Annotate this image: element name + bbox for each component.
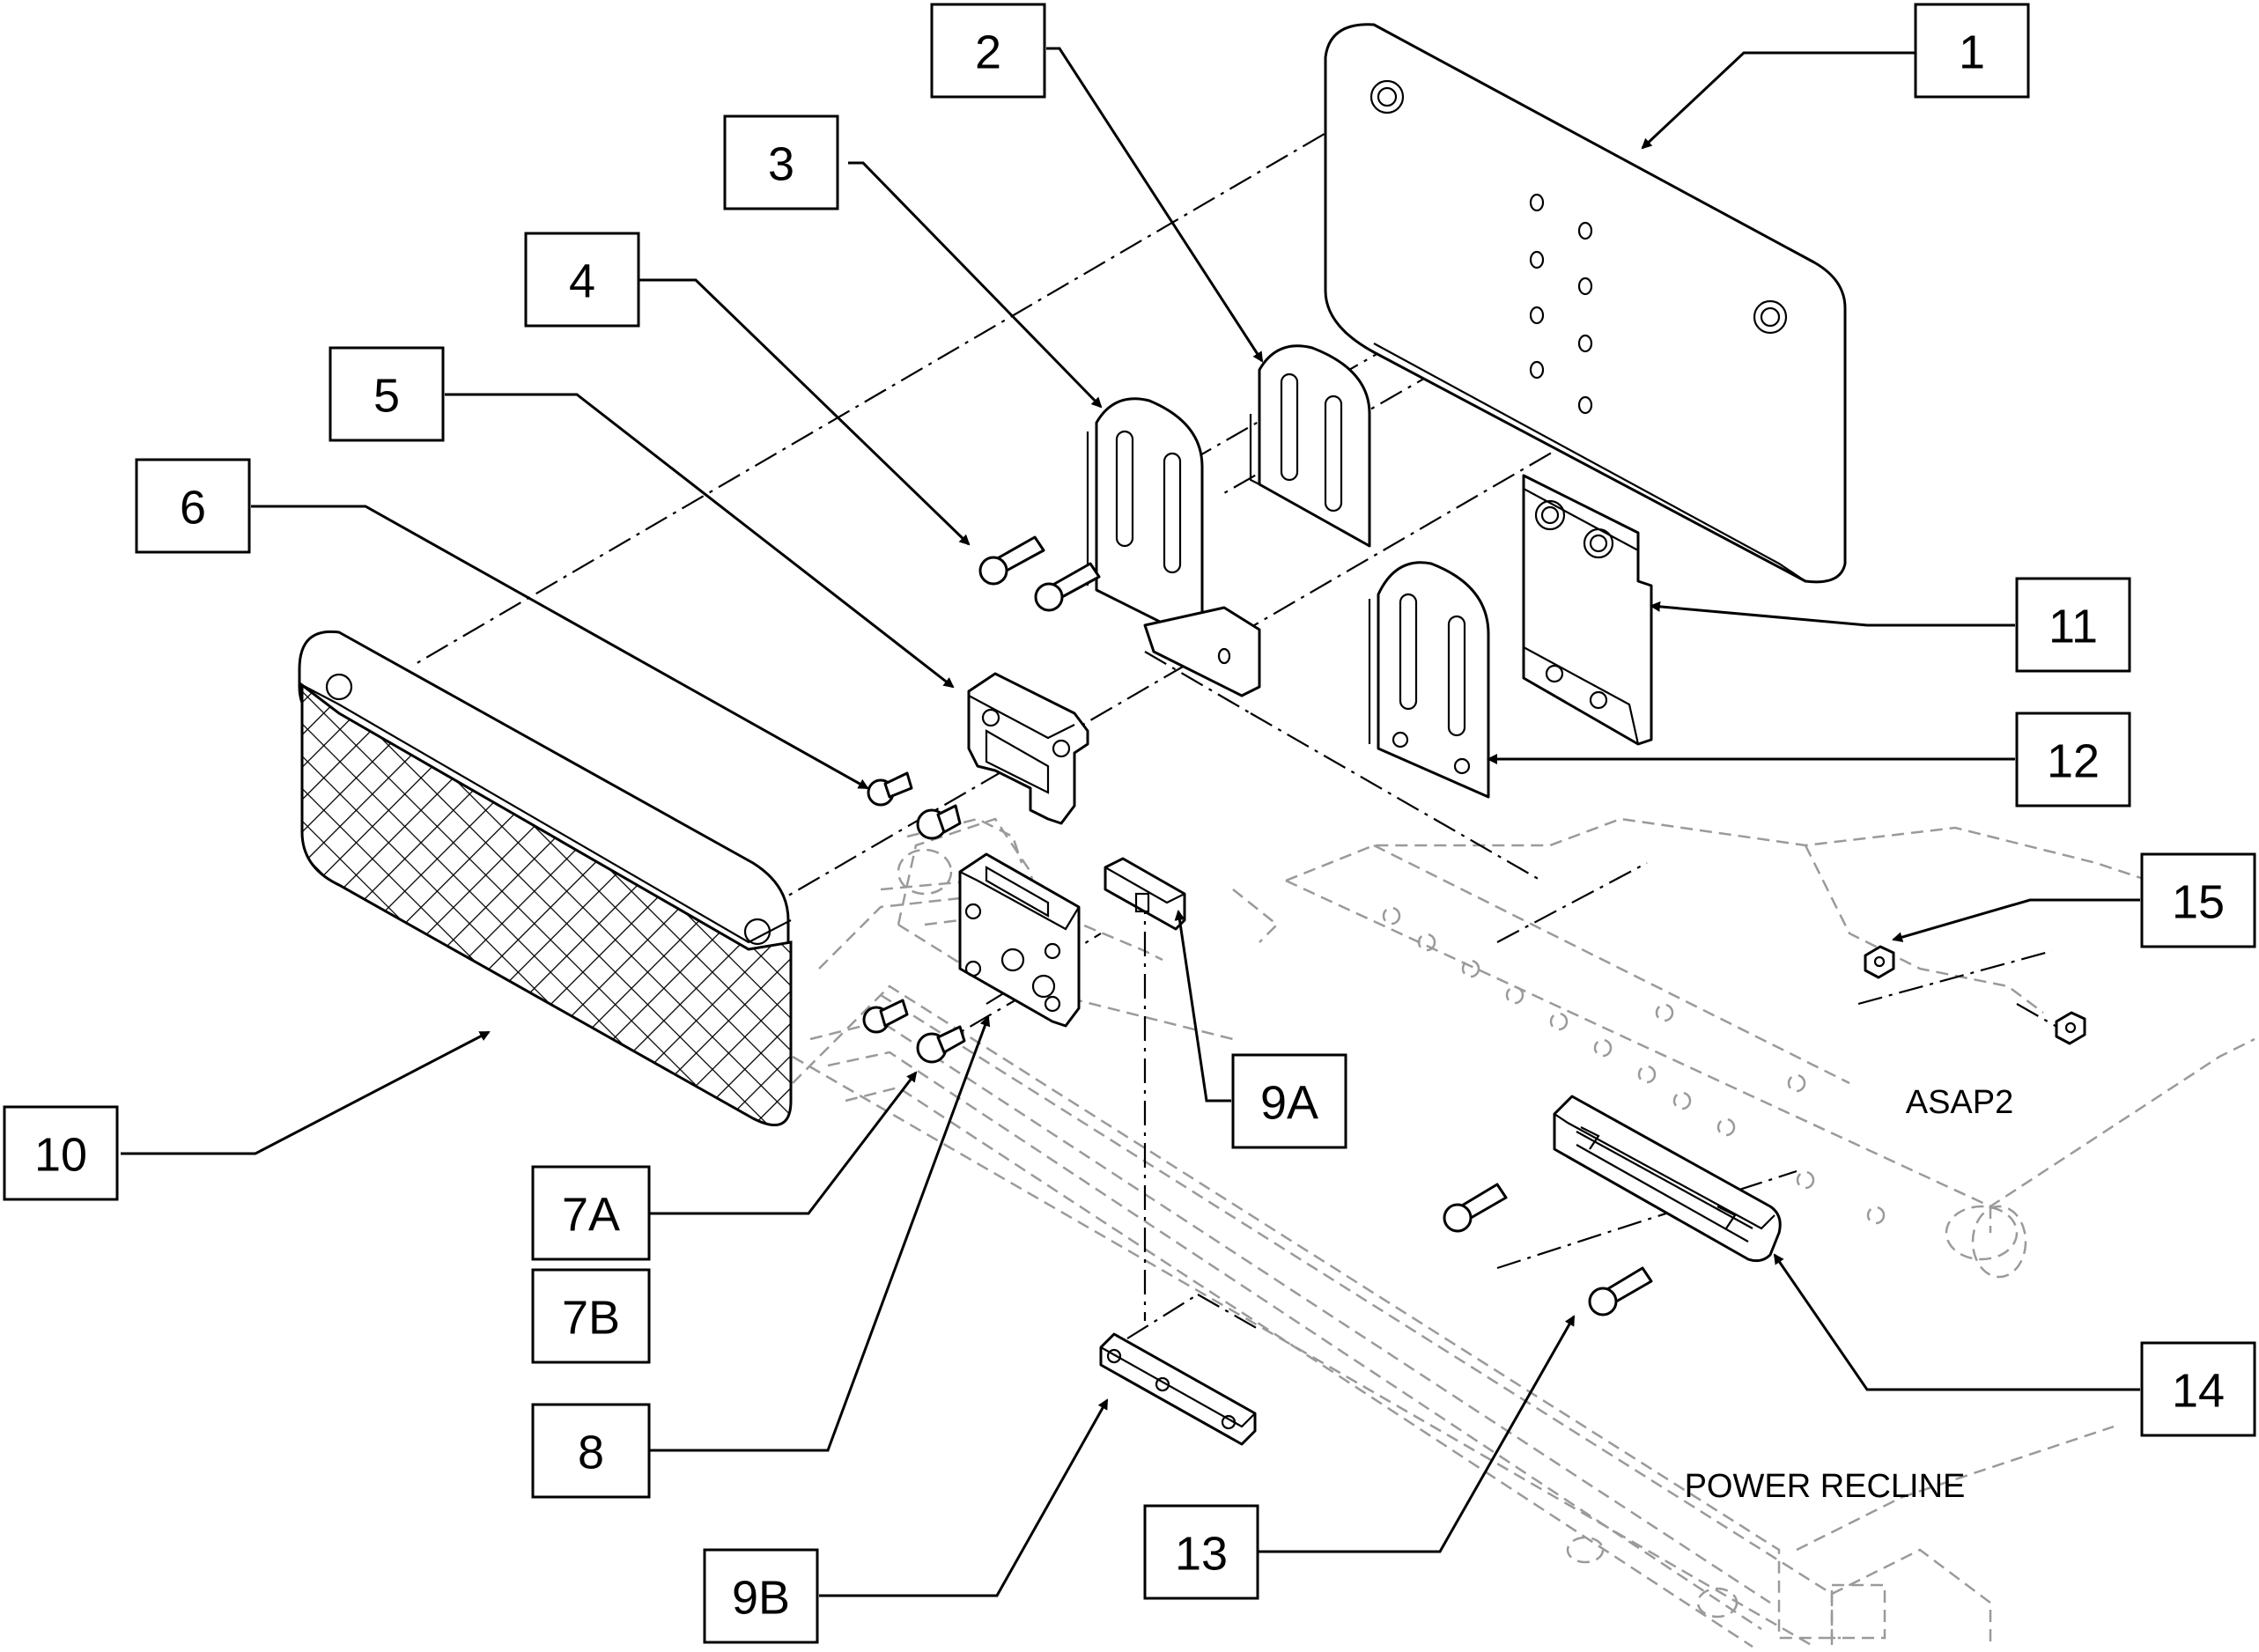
- part-2-slotted-bracket: [1249, 344, 1371, 548]
- callout-box: [930, 3, 1046, 99]
- callout-box: [3, 1105, 119, 1201]
- part-7-screws: [862, 999, 966, 1064]
- callout-7a: 7A: [531, 1165, 651, 1261]
- part-9a-spacer: [1104, 857, 1186, 931]
- callout-5: 5: [329, 346, 445, 442]
- callout-box: [531, 1403, 651, 1499]
- part-13-screws: [1443, 1183, 1653, 1316]
- part-5-receiver: [967, 672, 1089, 825]
- callout-box: [2140, 852, 2256, 948]
- callout-14: 14: [2140, 1341, 2256, 1437]
- part-8-clamp-block: [958, 852, 1081, 1028]
- callout-9a: 9A: [1231, 1053, 1347, 1149]
- callout-4: 4: [524, 232, 640, 328]
- callout-9b: 9B: [703, 1548, 819, 1644]
- callout-label: 9A: [1260, 1077, 1318, 1130]
- callout-box: [531, 1268, 651, 1364]
- callout-7b: 7B: [531, 1268, 651, 1364]
- callout-box: [524, 232, 640, 328]
- callout-label: 14: [2172, 1365, 2225, 1418]
- ghost-frame-asap2: [1285, 817, 2255, 1279]
- callout-box: [1231, 1053, 1347, 1149]
- part-6-screw: [867, 771, 913, 807]
- callout-label: 7B: [562, 1292, 620, 1345]
- callout-box: [1143, 1504, 1259, 1600]
- part-12-slotted-bracket: [1368, 561, 1490, 799]
- callout-box: [531, 1165, 651, 1261]
- callout-box: [329, 346, 445, 442]
- callout-label: 13: [1175, 1528, 1228, 1581]
- part-15-nuts: [1864, 945, 2086, 1045]
- callout-box: [2015, 577, 2131, 673]
- part-1-back-plate: [1324, 23, 1847, 584]
- callout-8: 8: [531, 1403, 651, 1499]
- frame-label-asap2: ASAP2: [1906, 1084, 2014, 1121]
- part-10-mesh-pad: [298, 630, 793, 1127]
- callout-3: 3: [723, 114, 839, 210]
- callout-label: 4: [569, 255, 595, 308]
- callout-label: 1: [1959, 26, 1985, 79]
- callout-label: 7A: [562, 1189, 620, 1242]
- callout-box: [703, 1548, 819, 1644]
- callout-label: 12: [2047, 735, 2100, 788]
- frame-label-power-recline: POWER RECLINE: [1685, 1468, 1966, 1505]
- callout-label: 11: [2049, 601, 2098, 653]
- part-6b-screw: [916, 804, 962, 840]
- callout-label: 9B: [732, 1572, 790, 1625]
- callout-box: [1914, 3, 2030, 99]
- part-9b-bar: [1099, 1332, 1257, 1446]
- callout-label: 15: [2172, 876, 2225, 929]
- callout-1: 1: [1914, 3, 2030, 99]
- part-4-screws: [978, 535, 1101, 612]
- ghost-frame-power-recline: [792, 817, 2115, 1648]
- callout-box: [2015, 712, 2131, 808]
- callout-label: 2: [975, 26, 1001, 79]
- callout-12: 12: [2015, 712, 2131, 808]
- callout-label: 8: [578, 1427, 604, 1479]
- callout-6: 6: [135, 458, 251, 554]
- callout-13: 13: [1143, 1504, 1259, 1600]
- part-3-slotted-bracket: [1086, 397, 1261, 697]
- part-11-hinge-plate: [1522, 474, 1653, 746]
- callout-11: 11: [2015, 577, 2131, 673]
- callout-label: 3: [768, 138, 794, 191]
- callout-15: 15: [2140, 852, 2256, 948]
- callout-label: 5: [373, 370, 400, 423]
- callout-box: [135, 458, 251, 554]
- ghost-seat-bracket: [897, 817, 1279, 1041]
- callout-label: 10: [34, 1129, 87, 1182]
- callout-2: 2: [930, 3, 1046, 99]
- callout-box: [2140, 1341, 2256, 1437]
- leader-lines: [121, 47, 2140, 1597]
- part-14-slide-rail: [1553, 1095, 1782, 1263]
- callout-box: [723, 114, 839, 210]
- callout-10: 10: [3, 1105, 119, 1201]
- callout-label: 6: [180, 482, 206, 535]
